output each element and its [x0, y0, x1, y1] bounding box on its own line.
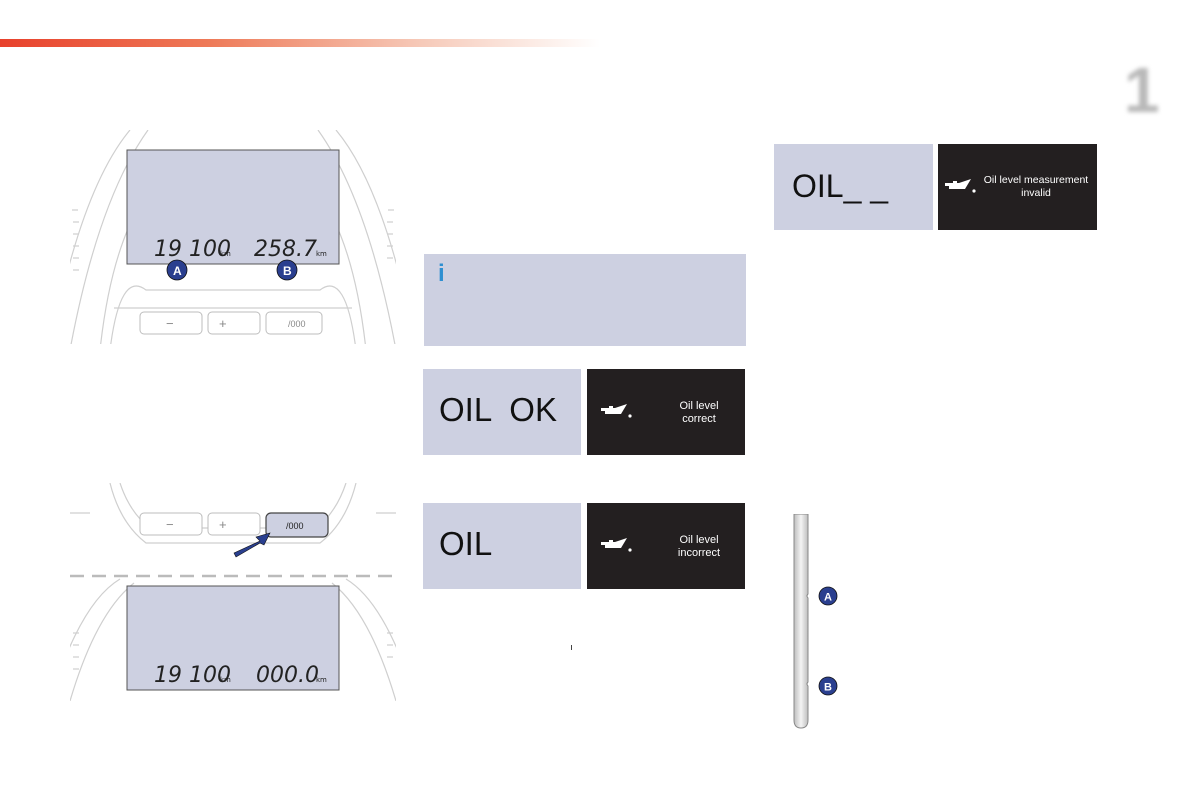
header-accent-bar — [0, 39, 600, 47]
marker-a — [166, 259, 188, 281]
reset-button[interactable] — [265, 512, 329, 538]
oil-invalid-message-line1: Oil level measurement — [983, 174, 1089, 186]
oil-ok-message-panel: Oil level correct — [587, 369, 745, 455]
marker-a-label: A — [173, 264, 182, 278]
odometer-value: 19 100 — [154, 237, 231, 262]
oil-ok-lcd-text: OIL OK — [439, 391, 557, 428]
plus-button-label-2: + — [219, 517, 227, 532]
trip-unit-2: km — [316, 676, 327, 684]
oil-invalid-lcd: OIL_ _ — [774, 144, 933, 230]
plus-button-label: + — [219, 316, 227, 331]
oil-ok-message-line2: correct — [682, 413, 716, 426]
oil-can-icon — [601, 404, 632, 418]
minus-button-label: − — [166, 316, 174, 331]
oil-incorrect-message-line2: incorrect — [677, 547, 721, 560]
odometer-unit: km — [220, 250, 231, 258]
dipstick-marker-a-label: A — [824, 592, 832, 604]
reset-button-label-2: /000 — [286, 521, 304, 531]
press-arrow-icon — [233, 532, 271, 558]
chapter-number: 1 — [1124, 54, 1160, 126]
info-icon: i — [438, 260, 445, 287]
marker-b — [276, 259, 298, 281]
trip-value-2: 000.0 — [256, 663, 319, 688]
oil-can-icon — [945, 179, 976, 193]
info-note-box: i — [424, 254, 746, 346]
oil-incorrect-lcd-text: OIL — [439, 525, 493, 562]
oil-invalid-lcd-text: OIL_ _ — [792, 168, 889, 204]
odometer-value-2: 19 100 — [154, 663, 231, 688]
oil-ok-lcd: OIL OK — [423, 369, 581, 455]
oil-can-icon — [601, 538, 632, 552]
dipstick-figure: A B — [793, 514, 838, 729]
marker-b-label: B — [283, 264, 292, 278]
reset-procedure-figure: − + /000 19 100 km 000.0 km — [70, 483, 396, 701]
oil-incorrect-lcd: OIL — [423, 503, 581, 589]
dipstick-marker-b-label: B — [824, 682, 832, 694]
stray-tick-mark — [571, 645, 572, 650]
oil-invalid-message-panel: Oil level measurement invalid — [938, 144, 1097, 230]
oil-ok-message-line1: Oil level — [679, 400, 719, 412]
trip-value: 258.7 — [254, 237, 317, 262]
reset-button-label: /000 — [288, 319, 306, 329]
oil-incorrect-message-panel: Oil level incorrect — [587, 503, 745, 589]
dipstick-marker-a — [818, 586, 838, 606]
instrument-display-figure: − + /000 19 100 km 258.7 km A B — [70, 130, 396, 344]
oil-invalid-message-line2: invalid — [1021, 186, 1051, 199]
dipstick-marker-b — [818, 676, 838, 696]
minus-button-label-2: − — [166, 517, 174, 532]
odometer-unit-2: km — [220, 676, 231, 684]
trip-unit: km — [316, 250, 327, 258]
oil-incorrect-message-line1: Oil level — [679, 534, 719, 546]
